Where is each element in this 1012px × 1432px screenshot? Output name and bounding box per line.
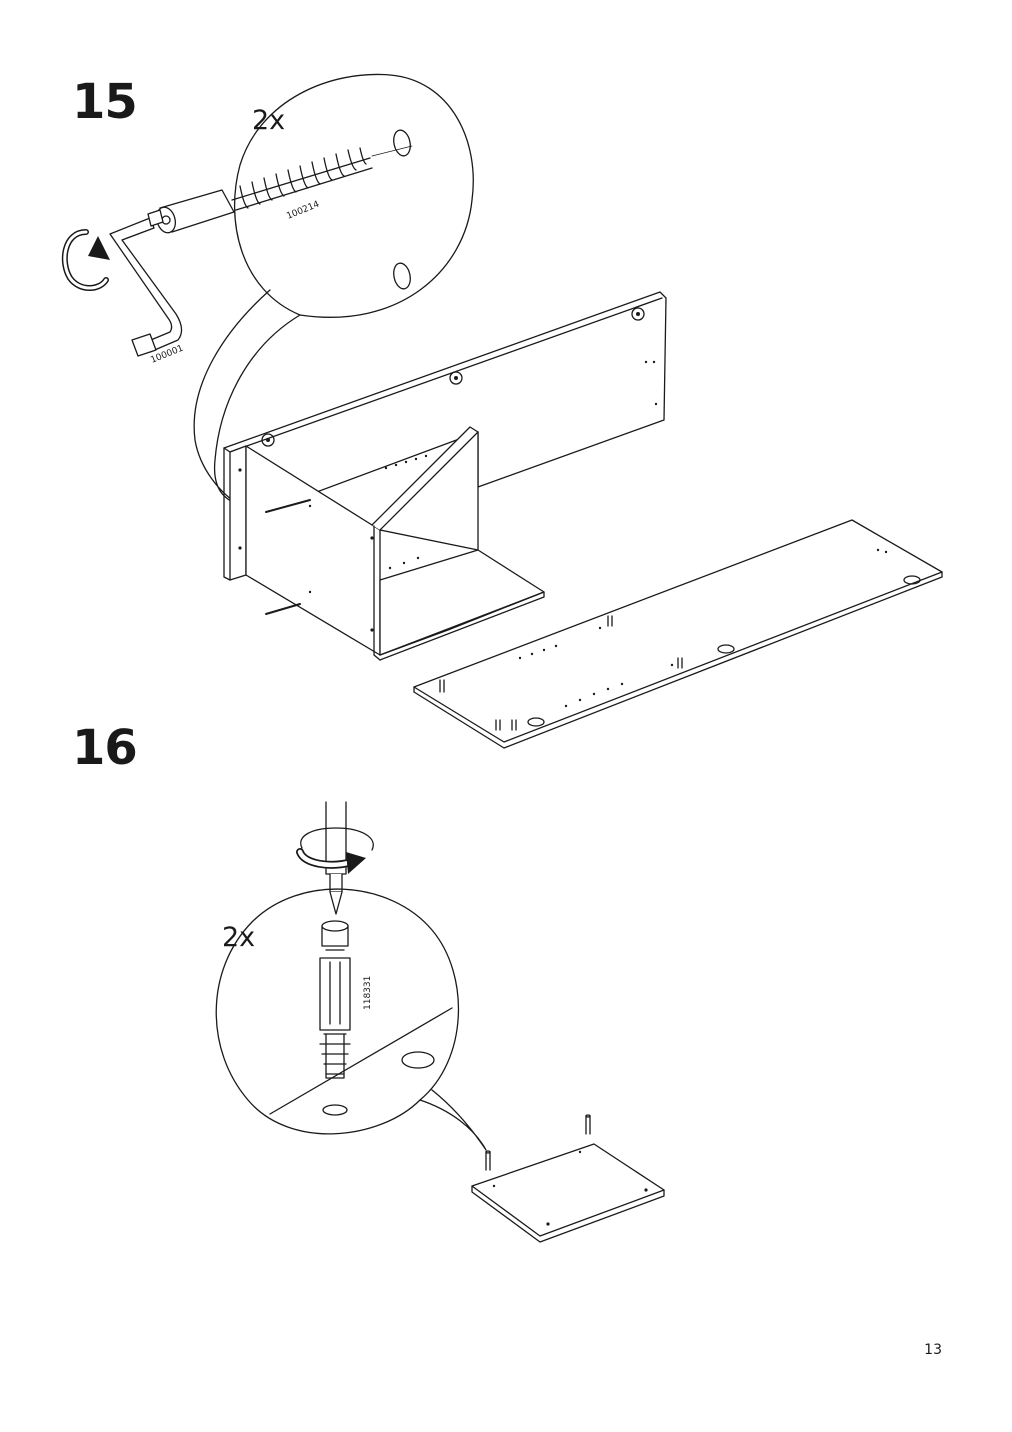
cam-screw-icon: 100214 — [155, 145, 413, 234]
cabinet-assembly-step-15 — [223, 291, 667, 661]
step-15-zoom-callout — [193, 73, 474, 506]
pre-drilled-hole — [393, 129, 411, 157]
allen-key-icon: 100001 — [109, 209, 185, 366]
step-15-number: 15 — [72, 74, 138, 130]
pre-drilled-hole — [393, 262, 411, 290]
rotate-arrow-icon — [61, 229, 110, 291]
cam-dowel-icon: 118331 — [319, 920, 373, 1079]
shelf-panel-step-16 — [471, 1114, 665, 1243]
page-number: 13 — [924, 1342, 942, 1358]
top-panel-step-15 — [413, 519, 943, 749]
step-16-number: 16 — [72, 720, 138, 776]
step-16-zoom-callout — [215, 888, 487, 1151]
screw-code-label: 100214 — [285, 200, 321, 222]
dowel-code-label: 118331 — [363, 976, 373, 1010]
screwdriver-icon — [296, 801, 374, 915]
